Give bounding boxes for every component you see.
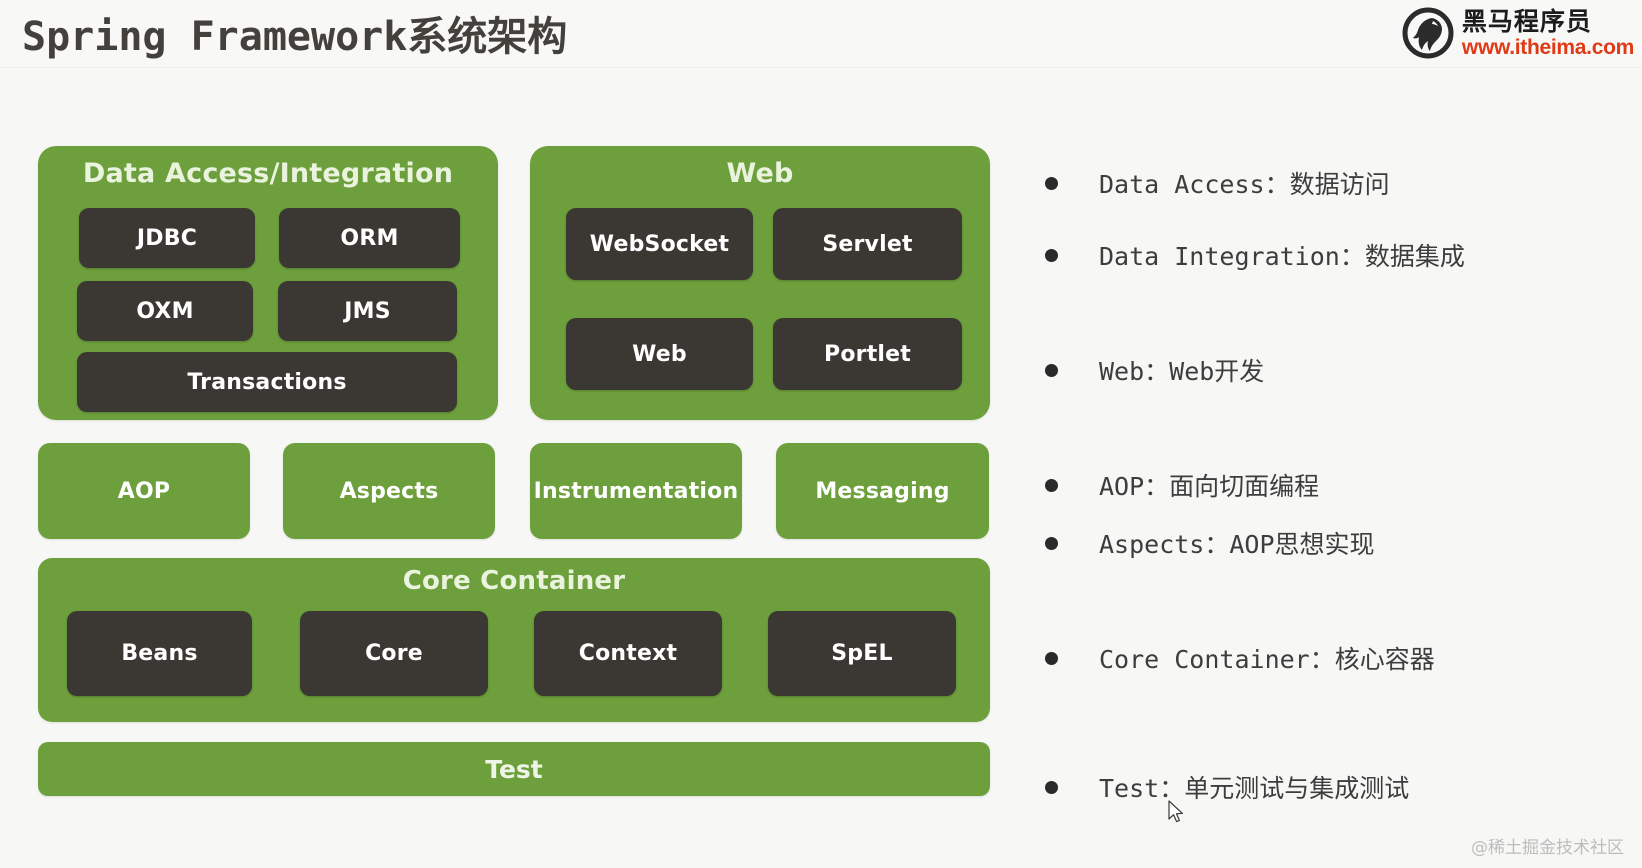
list-item-label: Data Access：数据访问	[1099, 170, 1390, 199]
module-jms: JMS	[278, 281, 457, 341]
list-item: Web：Web开发	[1045, 353, 1264, 387]
module-aspects: Aspects	[283, 443, 495, 539]
page-title: Spring Framework系统架构	[22, 14, 568, 60]
module-transactions: Transactions	[77, 352, 457, 412]
module-beans: Beans	[67, 611, 252, 696]
page-header: Spring Framework系统架构 黑马程序员 www.itheima.c…	[0, 0, 1642, 68]
bullet-dot-icon	[1045, 651, 1058, 665]
module-core: Core	[300, 611, 488, 696]
list-item: AOP：面向切面编程	[1045, 468, 1319, 502]
group-title-web: Web	[726, 158, 794, 189]
list-item-label: Core Container：核心容器	[1099, 645, 1435, 674]
feature-bullet-list: Data Access：数据访问 Data Integration：数据集成 W…	[1045, 68, 1635, 868]
bullet-dot-icon	[1045, 536, 1058, 550]
bullet-dot-icon	[1045, 780, 1058, 794]
brand-logo: 黑马程序员 www.itheima.com	[1402, 5, 1634, 61]
module-aop: AOP	[38, 443, 250, 539]
group-core-container: Core Container Beans Core Context SpEL	[38, 558, 990, 722]
list-item-label: Data Integration：数据集成	[1099, 242, 1465, 271]
module-oxm: OXM	[77, 281, 253, 341]
list-item: Test：单元测试与集成测试	[1045, 770, 1409, 804]
list-item: Data Integration：数据集成	[1045, 238, 1465, 272]
group-web: Web WebSocket Servlet Web Portlet	[530, 146, 990, 420]
module-test: Test	[38, 742, 990, 796]
module-websocket: WebSocket	[566, 208, 753, 280]
bullet-dot-icon	[1045, 478, 1058, 492]
module-messaging: Messaging	[776, 443, 989, 539]
list-item-label: Test：单元测试与集成测试	[1099, 774, 1410, 803]
list-item: Aspects：AOP思想实现	[1045, 526, 1375, 560]
spring-architecture-diagram: Data Access/Integration JDBC ORM OXM JMS…	[0, 68, 1030, 868]
list-item-label: AOP：面向切面编程	[1099, 472, 1320, 501]
horse-circle-logo-icon	[1402, 7, 1454, 59]
module-instrumentation: Instrumentation	[530, 443, 742, 539]
list-item: Core Container：核心容器	[1045, 641, 1435, 675]
list-item-label: Web：Web开发	[1099, 357, 1265, 386]
module-jdbc: JDBC	[79, 208, 255, 268]
module-servlet: Servlet	[773, 208, 962, 280]
group-data-access-integration: Data Access/Integration JDBC ORM OXM JMS…	[38, 146, 498, 420]
bullet-dot-icon	[1045, 248, 1058, 262]
bullet-dot-icon	[1045, 176, 1058, 190]
module-portlet: Portlet	[773, 318, 962, 390]
module-spel: SpEL	[768, 611, 956, 696]
list-item: Data Access：数据访问	[1045, 166, 1390, 200]
group-title-core-container: Core Container	[402, 566, 626, 596]
group-title-data-access-integration: Data Access/Integration	[82, 158, 454, 189]
list-item-label: Aspects：AOP思想实现	[1099, 530, 1375, 559]
brand-text: 黑马程序员 www.itheima.com	[1462, 9, 1634, 58]
brand-url: www.itheima.com	[1461, 35, 1634, 59]
module-orm: ORM	[279, 208, 460, 268]
brand-name: 黑马程序员	[1461, 6, 1592, 36]
module-context: Context	[534, 611, 722, 696]
watermark: @稀土掘金技术社区	[1471, 838, 1624, 858]
bullet-dot-icon	[1045, 363, 1058, 377]
module-web: Web	[566, 318, 753, 390]
